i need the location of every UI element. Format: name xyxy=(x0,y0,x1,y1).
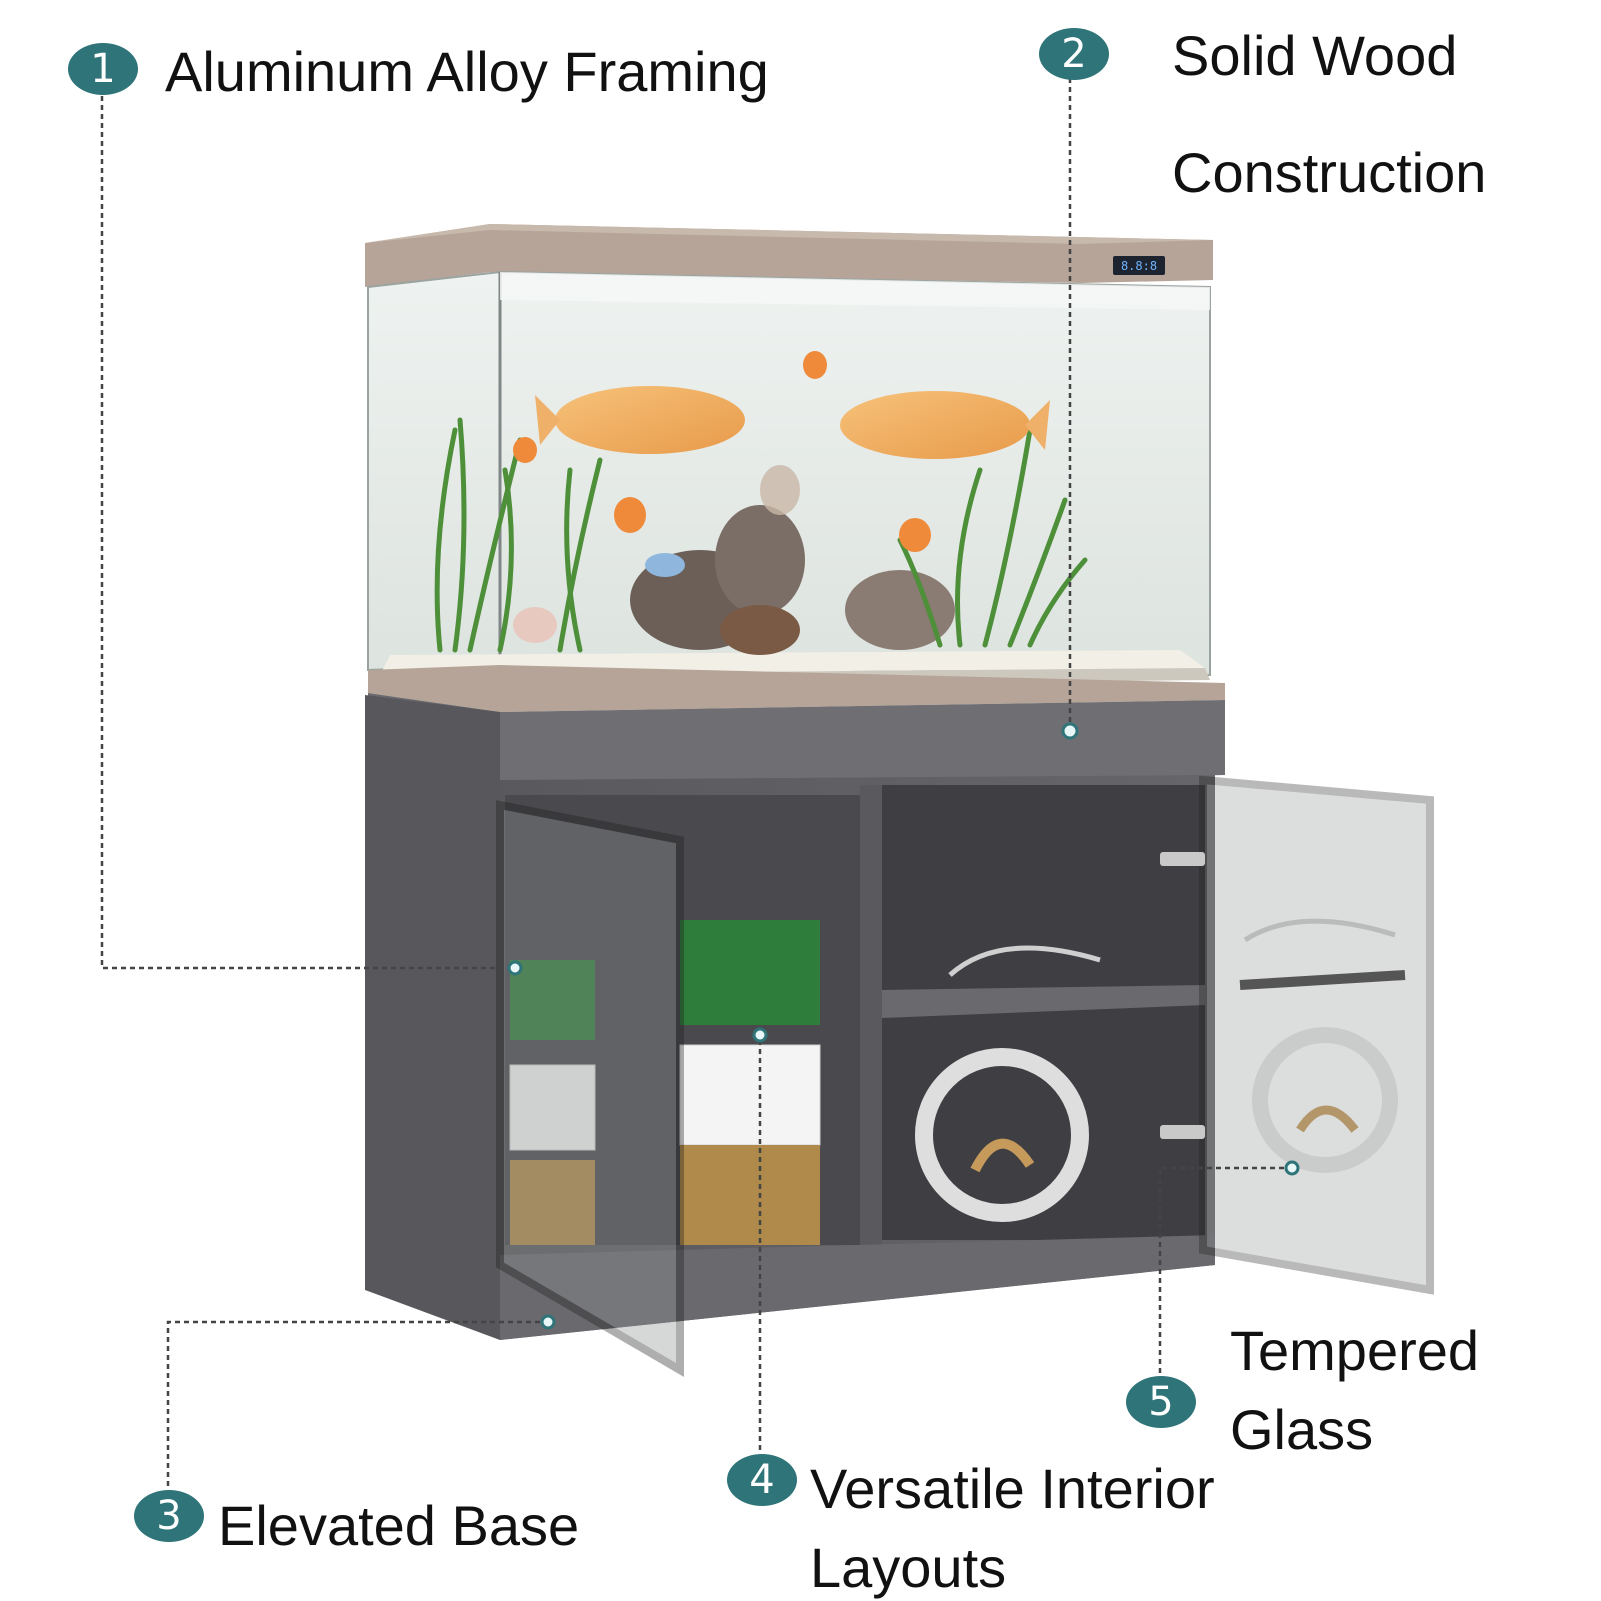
callout-5-badge: 5 xyxy=(1126,1376,1196,1428)
storage-crates xyxy=(509,920,821,1245)
callout-4-label-line-1: Versatile Interior xyxy=(810,1457,1215,1520)
fish xyxy=(513,351,1050,577)
tank-display-readout: 8.8:8 xyxy=(1121,259,1157,273)
aquatic-plants xyxy=(434,417,1088,653)
callout-2-label-line-2: Construction xyxy=(1172,141,1487,204)
arowana-right xyxy=(840,391,1030,459)
callout-2-label-line-1: Solid Wood xyxy=(1172,24,1458,87)
callout-5-label-line-2: Glass xyxy=(1230,1398,1374,1461)
right-glass-door xyxy=(1199,775,1434,1295)
door-hinges xyxy=(1160,852,1205,1139)
callout-markers xyxy=(507,722,1300,1330)
arowana-left xyxy=(555,386,745,454)
callout-2-badge: 2 xyxy=(1039,28,1109,80)
left-glass-door xyxy=(496,800,684,1377)
callout-4-badge: 4 xyxy=(727,1454,797,1506)
tank-display-panel xyxy=(1113,256,1165,275)
leader-lines xyxy=(100,78,1292,1486)
aquarium-tank xyxy=(367,270,1211,690)
callout-3-label: Elevated Base xyxy=(218,1494,580,1557)
callout-3-badge: 3 xyxy=(134,1490,204,1542)
callout-1-label: Aluminum Alloy Framing xyxy=(165,40,769,103)
callout-1-badge: 1 xyxy=(68,43,138,95)
callout-4-label-line-2: Layouts xyxy=(810,1536,1007,1599)
aquarium-lid: 8.8:8 xyxy=(365,224,1213,287)
callout-5-label-line-1: Tempered xyxy=(1230,1319,1480,1382)
cabinet-decor xyxy=(915,918,1398,1222)
